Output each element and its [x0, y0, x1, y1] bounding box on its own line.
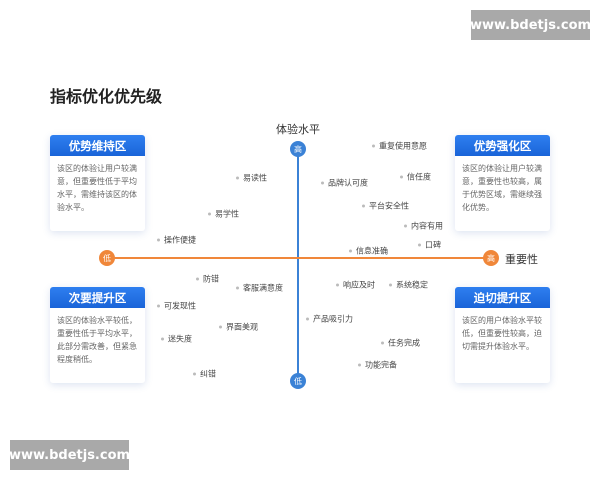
point-dot: [208, 212, 211, 216]
metric-label: 易学性: [215, 209, 239, 219]
metric-label: 系统稳定: [396, 280, 428, 290]
y-axis: [297, 148, 299, 381]
metric-point: 客服满意度: [236, 283, 283, 294]
metric-label: 迷失度: [168, 334, 192, 344]
metric-label: 操作便捷: [164, 235, 196, 245]
metric-point: 操作便捷: [157, 235, 196, 246]
metric-point: 平台安全性: [362, 201, 409, 212]
quadrant-title: 迫切提升区: [455, 287, 550, 308]
quadrant-desc: 该区的体验让用户较满意，但重要性低于平均水平，需维持该区的体验水平。: [57, 164, 137, 212]
point-dot: [321, 181, 324, 185]
metric-label: 平台安全性: [369, 201, 409, 211]
metric-label: 可发现性: [164, 301, 196, 311]
quadrant-desc: 该区的用户体验水平较低，但重要性较高，迫切需提升体验水平。: [462, 316, 542, 351]
y-high-node: 高: [290, 141, 306, 157]
point-dot: [372, 144, 375, 148]
metric-point: 信任度: [400, 172, 431, 183]
point-dot: [157, 238, 160, 242]
y-axis-label: 体验水平: [276, 123, 320, 136]
quadrant-desc: 该区的体验水平较低，重要性低于平均水平，此部分需改善，但紧急程度稍低。: [57, 316, 137, 364]
metric-label: 产品吸引力: [313, 314, 353, 324]
point-dot: [362, 204, 365, 208]
quadrant-title: 优势维持区: [50, 135, 145, 156]
metric-label: 功能完备: [365, 360, 397, 370]
point-dot: [193, 372, 196, 376]
metric-label: 界面美观: [226, 322, 258, 332]
point-dot: [418, 243, 421, 247]
metric-label: 口碑: [425, 240, 441, 250]
point-dot: [236, 286, 239, 290]
y-low-node: 低: [290, 373, 306, 389]
metric-point: 系统稳定: [389, 280, 428, 291]
metric-label: 内容有用: [411, 221, 443, 231]
metric-point: 口碑: [418, 240, 441, 251]
metric-point: 功能完备: [358, 360, 397, 371]
quadrant-title: 次要提升区: [50, 287, 145, 308]
metric-point: 纠错: [193, 369, 216, 380]
metric-point: 易学性: [208, 209, 239, 220]
watermark: www.bdetjs.com: [470, 10, 591, 40]
metric-point: 品牌认可度: [321, 178, 368, 189]
x-axis-label: 重要性: [505, 253, 538, 266]
point-dot: [404, 224, 407, 228]
page-title: 指标优化优先级: [50, 87, 163, 106]
metric-point: 内容有用: [404, 221, 443, 232]
metric-point: 产品吸引力: [306, 314, 353, 325]
metric-label: 防错: [203, 274, 219, 284]
point-dot: [306, 317, 309, 321]
x-high-node: 高: [483, 250, 499, 266]
metric-point: 界面美观: [219, 322, 258, 333]
metric-label: 品牌认可度: [328, 178, 368, 188]
quadrant-title: 优势强化区: [455, 135, 550, 156]
metric-point: 可发现性: [157, 301, 196, 312]
point-dot: [381, 341, 384, 345]
metric-label: 纠错: [200, 369, 216, 379]
metric-label: 客服满意度: [243, 283, 283, 293]
point-dot: [161, 337, 164, 341]
point-dot: [157, 304, 160, 308]
point-dot: [196, 277, 199, 281]
quadrant-card-urgent: 迫切提升区 该区的用户体验水平较低，但重要性较高，迫切需提升体验水平。: [455, 287, 550, 383]
metric-label: 信息准确: [356, 246, 388, 256]
point-dot: [219, 325, 222, 329]
quadrant-card-maintain: 优势维持区 该区的体验让用户较满意，但重要性低于平均水平，需维持该区的体验水平。: [50, 135, 145, 231]
point-dot: [236, 176, 239, 180]
metric-label: 任务完成: [388, 338, 420, 348]
metric-label: 重复使用意愿: [379, 141, 427, 151]
x-axis: [107, 257, 490, 259]
quadrant-card-secondary: 次要提升区 该区的体验水平较低，重要性低于平均水平，此部分需改善，但紧急程度稍低…: [50, 287, 145, 383]
point-dot: [400, 175, 403, 179]
watermark: www.bdetjs.com: [9, 440, 130, 470]
point-dot: [358, 363, 361, 367]
quadrant-desc: 该区的体验让用户较满意，重要性也较高，属于优势区域，需继续强化优势。: [462, 164, 542, 212]
metric-point: 信息准确: [349, 246, 388, 257]
metric-point: 任务完成: [381, 338, 420, 349]
metric-label: 响应及时: [343, 280, 375, 290]
point-dot: [349, 249, 352, 253]
metric-label: 信任度: [407, 172, 431, 182]
metric-point: 响应及时: [336, 280, 375, 291]
quadrant-card-strengthen: 优势强化区 该区的体验让用户较满意，重要性也较高，属于优势区域，需继续强化优势。: [455, 135, 550, 231]
metric-point: 防错: [196, 274, 219, 285]
point-dot: [336, 283, 339, 287]
metric-label: 易读性: [243, 173, 267, 183]
metric-point: 重复使用意愿: [372, 141, 427, 152]
point-dot: [389, 283, 392, 287]
x-low-node: 低: [99, 250, 115, 266]
metric-point: 迷失度: [161, 334, 192, 345]
metric-point: 易读性: [236, 173, 267, 184]
